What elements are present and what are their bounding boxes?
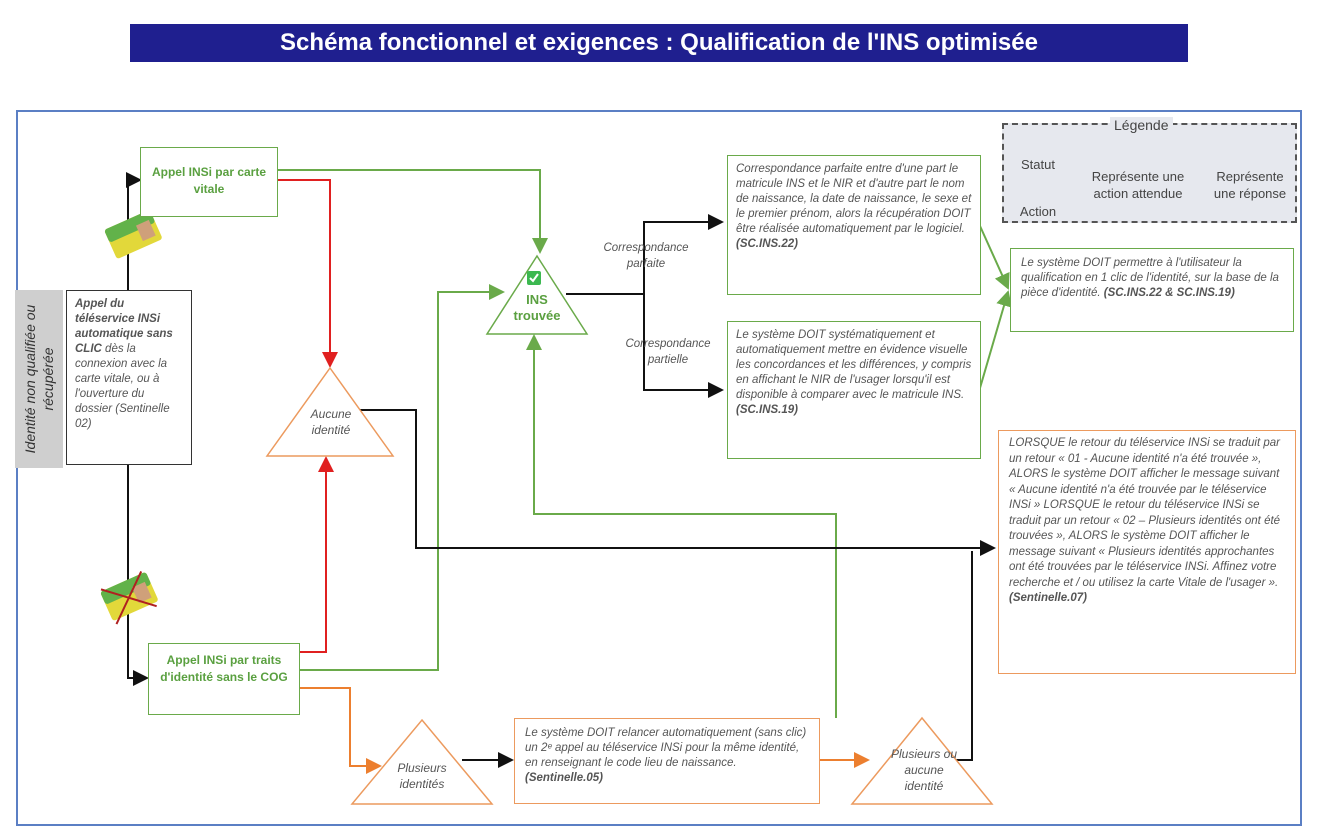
diagram-frame	[16, 110, 1302, 826]
edge-to-appel-traits	[127, 465, 149, 686]
triangle-plusieurs-ou-aucune	[850, 716, 994, 805]
legend: Légende	[1002, 117, 1297, 223]
req-messages-box: LORSQUE le retour du téléservice INSi se…	[998, 430, 1296, 674]
appel-traits-box: Appel INSi par traits d'identité sans le…	[148, 643, 300, 715]
edge-traits-ins	[300, 284, 505, 671]
triangle-ins-trouvee	[485, 254, 589, 335]
ins-trouvee-label: INS trouvée	[513, 292, 561, 323]
edge-aucune-messages	[338, 409, 996, 556]
appel-carte-box: Appel INSi par carte vitale	[140, 147, 278, 217]
req-partielle-box: Le système DOIT systématiquement et auto…	[727, 321, 981, 459]
req-parfaite-box: Correspondance parfaite entre d'une part…	[727, 155, 981, 295]
page-title: Schéma fonctionnel et exigences : Qualif…	[130, 24, 1188, 62]
carte-vitale-crossed-icon	[100, 571, 158, 625]
edge-carte-ins	[278, 169, 548, 254]
teleservice-rest: dès la connexion avec la carte vitale, o…	[75, 343, 170, 430]
edge-traits-aucune	[300, 456, 334, 653]
edge-relance-ins	[526, 334, 837, 718]
edge-traits-plusieurs	[300, 687, 382, 774]
edge-poua-messages	[956, 551, 973, 761]
req-qualification-box: Le système DOIT permettre à l'utilisateu…	[1010, 248, 1294, 332]
label-correspondance-partielle: Correspondance partielle	[625, 338, 711, 366]
edge-parfaite	[643, 214, 724, 294]
edge-partielle	[643, 294, 724, 398]
side-label: Identité non qualifiée ou récupérée	[15, 290, 63, 468]
req-relance-box: Le système DOIT relancer automatiquement…	[514, 718, 820, 804]
plusieurs-ou-aucune-label: Plusieurs ou aucune identité	[890, 747, 958, 793]
legend-action-label: Action	[1019, 204, 1057, 219]
teleservice-box: Appel du téléservice INSi automatique sa…	[66, 290, 192, 465]
legend-statut-label: Statut	[1021, 157, 1055, 172]
teleservice-bold: Appel du téléservice INSi automatique sa…	[75, 298, 173, 355]
plusieurs-identites-label: Plusieurs identités	[397, 761, 447, 791]
edge-carte-aucune	[278, 179, 338, 368]
triangle-aucune-identite	[265, 366, 395, 457]
edge-partielle-qualif	[979, 290, 1012, 389]
edge-parfaite-qualif	[979, 225, 1010, 290]
triangle-plusieurs-identites	[350, 718, 494, 805]
legend-attendue-label: Représente une action attendue	[1091, 169, 1185, 201]
legend-title: Légende	[1110, 117, 1173, 133]
aucune-identite-label: Aucune identité	[310, 407, 352, 437]
carte-vitale-icon	[104, 210, 162, 259]
legend-reponse-label: Représente une réponse	[1213, 169, 1287, 201]
label-correspondance-parfaite: Correspondance parfaite	[603, 242, 689, 270]
